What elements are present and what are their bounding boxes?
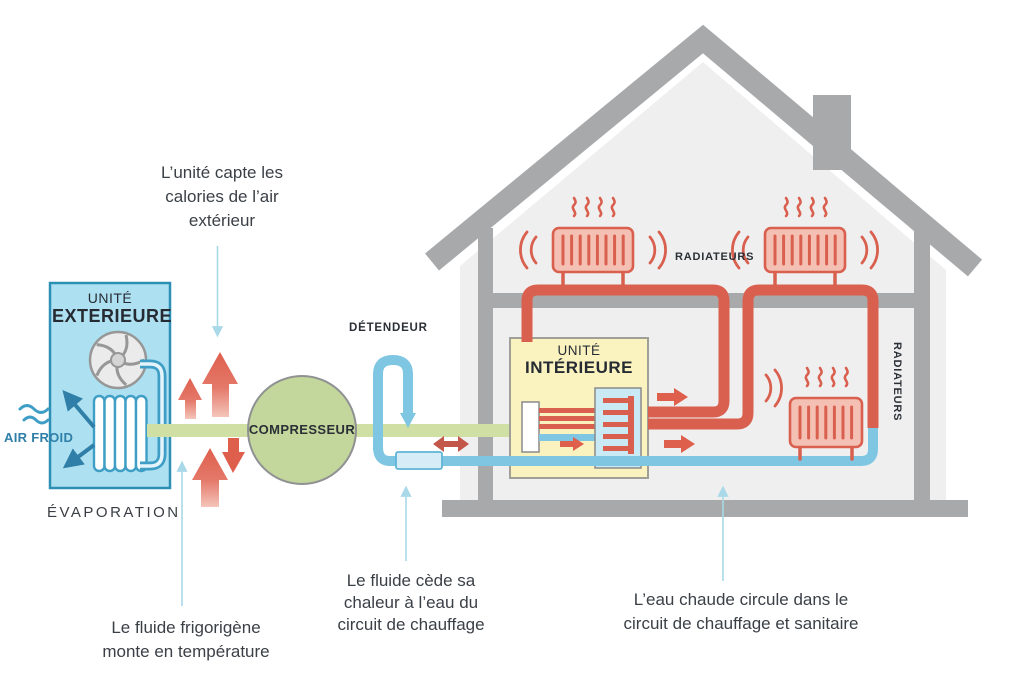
air-froid-label: AIR FROID	[4, 430, 74, 445]
exterior-unit-title-line1: UNITÉ	[87, 290, 133, 306]
annotation-fluid-heat: Le fluide cède sa chaleur à l’eau du cir…	[337, 571, 485, 634]
fan-icon	[88, 330, 148, 390]
annotation-capture: L’unité capte les calories de l’air exté…	[161, 163, 283, 230]
interior-unit-title-line2: INTÉRIEURE	[525, 358, 633, 377]
radiator-ground-floor	[788, 368, 864, 461]
radiator-upper-left	[519, 198, 667, 286]
interior-unit-title: UNITÉ INTÉRIEURE	[512, 343, 646, 378]
interior-unit	[509, 337, 649, 479]
evaporation-label: ÉVAPORATION	[47, 504, 181, 521]
heat-capture-arrows	[178, 352, 245, 507]
exchange-double-arrow	[433, 436, 469, 452]
ground-floor	[442, 500, 968, 517]
exterior-unit-title-line2: EXTERIEURE	[52, 306, 173, 326]
heat-exchanger-box	[594, 387, 642, 469]
radiateurs-side-label: RADIATEURS	[891, 342, 903, 422]
cold-pipes	[373, 354, 878, 466]
right-wall	[914, 224, 930, 503]
flow-arrow-bottom	[664, 435, 695, 453]
interior-unit-title-line1: UNITÉ	[557, 343, 601, 358]
detendeur-arrowhead	[400, 413, 416, 428]
hot-loop-left	[521, 284, 730, 418]
annotation-hot-water: L’eau chaude circule dans le circuit de …	[623, 590, 859, 633]
compressor	[247, 375, 357, 485]
exterior-unit	[18, 281, 172, 490]
hot-pipes	[521, 284, 879, 430]
cold-air-arrows	[62, 389, 96, 469]
roof	[425, 24, 983, 277]
coil-icon	[92, 359, 167, 473]
hot-loop-right	[648, 284, 879, 430]
exterior-unit-title: UNITÉ EXTERIEURE	[52, 290, 173, 327]
radiator-upper-right	[731, 198, 879, 286]
annotation-fluid-temp: Le fluide frigorigène monte en températu…	[102, 618, 270, 661]
compressor-label: COMPRESSEUR	[248, 422, 356, 437]
return-pipe	[373, 425, 878, 466]
flow-arrow-inside	[560, 437, 584, 451]
exchanger-stripes	[539, 408, 597, 441]
exchanger-plate	[521, 401, 540, 453]
annotation-pointers	[176, 246, 729, 606]
valve	[395, 451, 443, 470]
detendeur-loop	[373, 354, 413, 450]
wave-icon	[18, 404, 50, 425]
flow-arrow-top	[657, 388, 688, 406]
radiateurs-label: RADIATEURS	[675, 251, 755, 263]
first-floor	[493, 293, 914, 308]
detendeur-label: DÉTENDEUR	[349, 322, 428, 334]
